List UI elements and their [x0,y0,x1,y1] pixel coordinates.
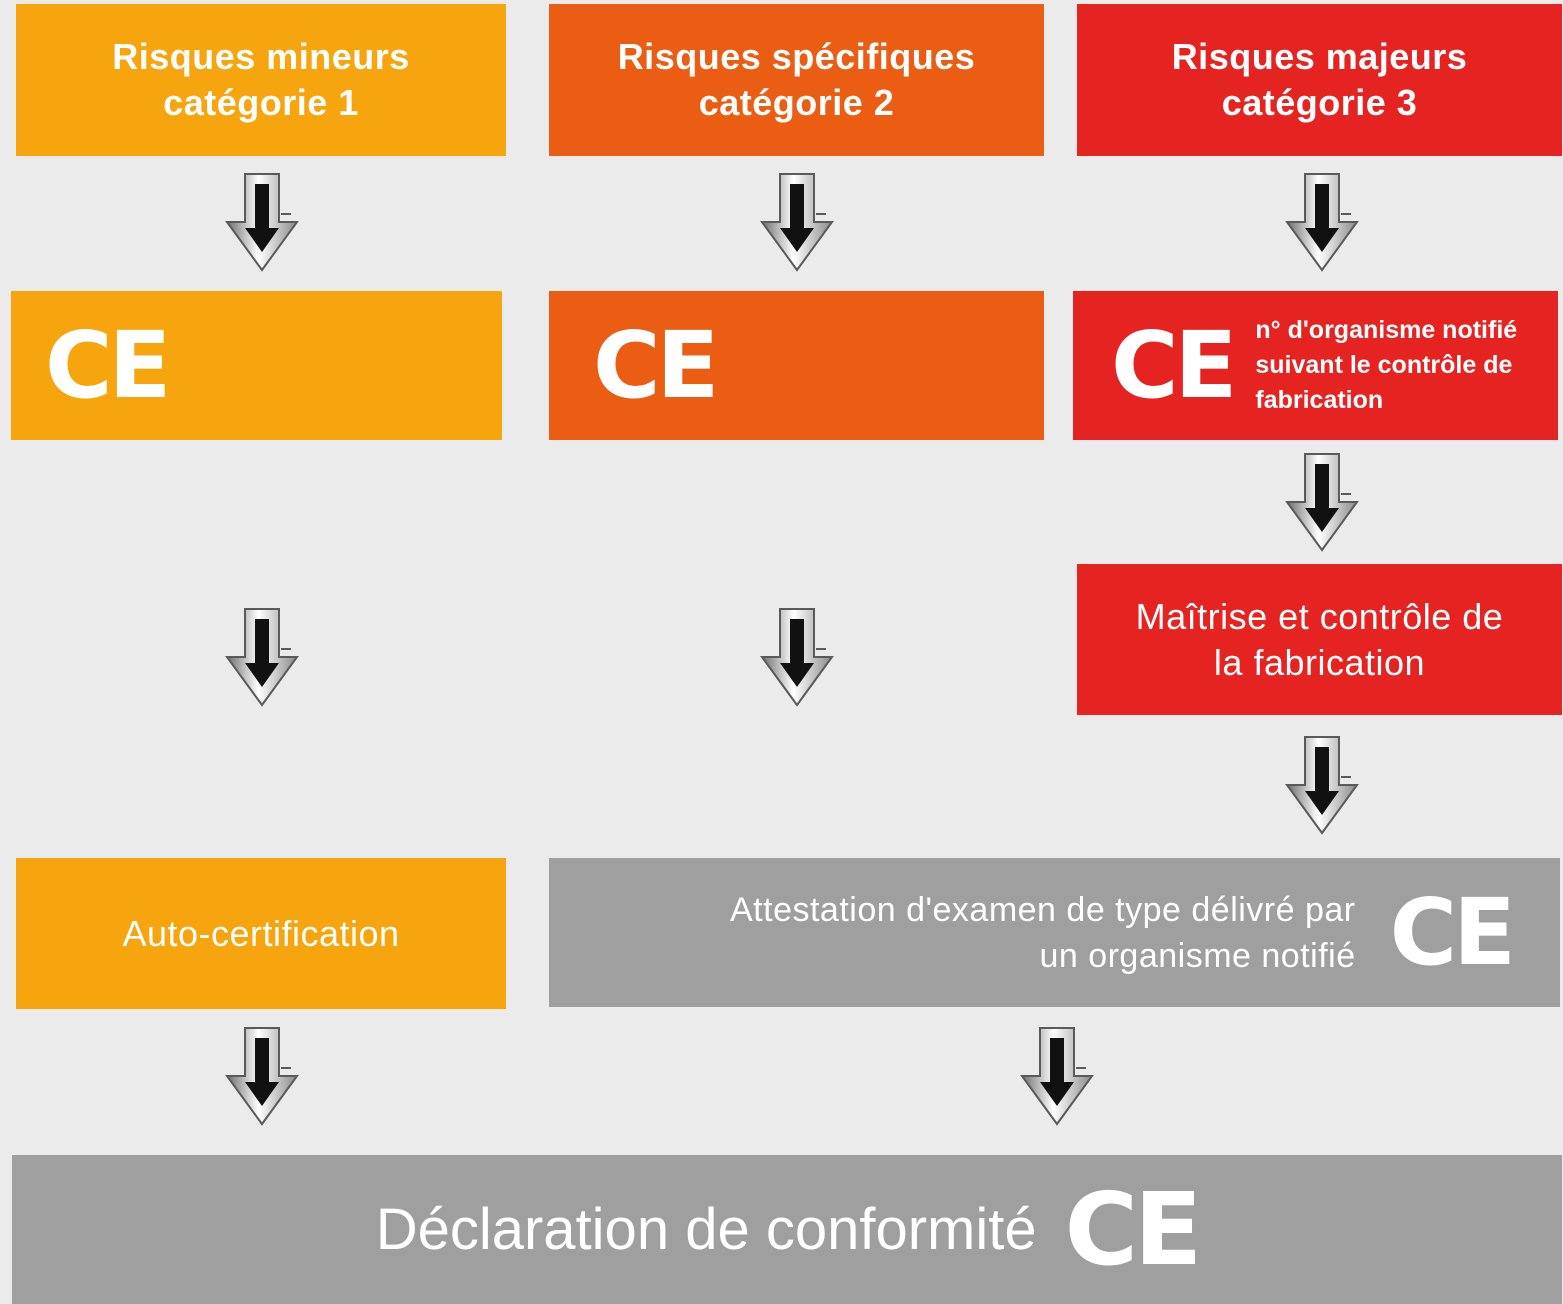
type-examination-label: Attestation d'examen de type délivré par… [730,890,1356,975]
ce-mark: CE [1389,878,1516,986]
category-1-ce-box: CE [11,291,502,440]
type-examination-box: Attestation d'examen de type délivré par… [549,858,1560,1007]
down-arrow-icon [761,608,833,706]
declaration-box: Déclaration de conformité CE [12,1155,1562,1304]
category-3-label: Risques majeurs catégorie 3 [1171,36,1468,123]
down-arrow-icon [226,1027,298,1125]
ce-mark: CE [1064,1170,1203,1288]
down-arrow-icon [1286,173,1358,271]
manufacturing-control-box: Maîtrise et contrôle de la fabrication [1077,564,1562,715]
ce-mark: CE [1111,311,1237,419]
down-arrow-icon [761,173,833,271]
category-2-header: Risques spécifiques catégorie 2 [549,4,1044,156]
category-1-header: Risques mineurs catégorie 1 [16,4,506,156]
category-1-label: Risques mineurs catégorie 1 [112,36,410,123]
category-3-header: Risques majeurs catégorie 3 [1077,4,1562,156]
category-2-label: Risques spécifiques catégorie 2 [617,36,976,123]
declaration-label: Déclaration de conformité [375,1196,1037,1262]
ce-mark: CE [45,311,171,419]
down-arrow-icon [1021,1027,1093,1125]
auto-certification-label: Auto-certification [122,912,400,954]
down-arrow-icon [1286,736,1358,834]
down-arrow-icon [226,608,298,706]
category-3-ce-box: CE n° d'organisme notifié suivant le con… [1073,291,1558,440]
ce-mark: CE [593,311,719,419]
auto-certification-box: Auto-certification [16,858,506,1009]
down-arrow-icon [226,173,298,271]
manufacturing-control-label: Maîtrise et contrôle de la fabrication [1135,595,1504,683]
category-2-ce-box: CE [549,291,1044,440]
down-arrow-icon [1286,453,1358,551]
notified-body-note: n° d'organisme notifié suivant le contrô… [1255,316,1518,414]
